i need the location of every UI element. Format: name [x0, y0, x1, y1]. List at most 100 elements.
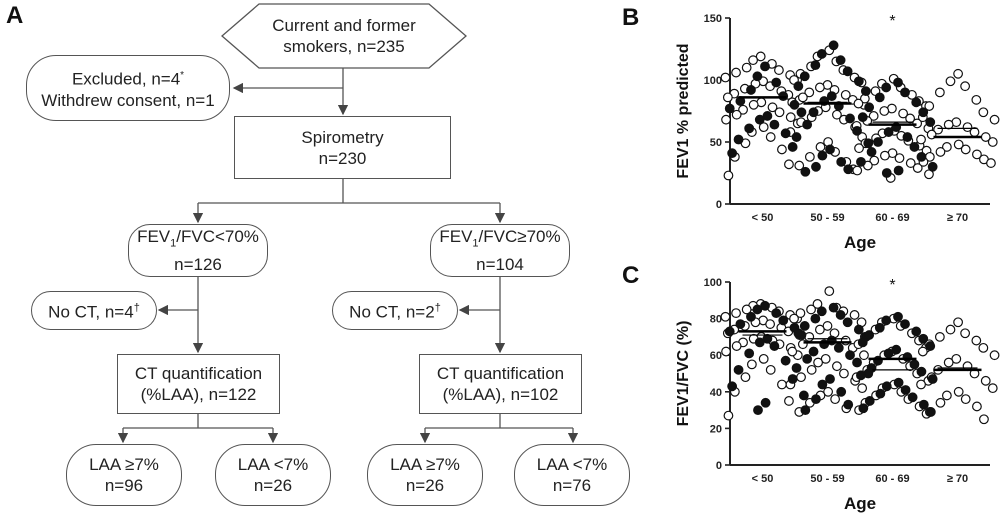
- data-point-open: [813, 357, 823, 368]
- leaf-label: LAA ≥7%: [89, 455, 159, 474]
- data-point-filled: [881, 82, 892, 93]
- data-point-open: [804, 87, 815, 98]
- data-point-filled: [811, 394, 821, 405]
- no-ct-right-node: No CT, n=2†: [332, 291, 458, 330]
- data-point-open: [989, 114, 1000, 125]
- data-point-filled: [802, 119, 813, 130]
- data-point-filled: [769, 341, 780, 351]
- non-obstructed-fev: FEV: [439, 226, 473, 246]
- data-point-open: [806, 304, 816, 315]
- data-point-open: [795, 308, 806, 319]
- data-point-filled: [800, 405, 811, 416]
- data-point-open: [755, 51, 766, 62]
- data-point-filled: [833, 342, 844, 353]
- data-point-filled: [760, 300, 770, 311]
- leaf-count: n=26: [253, 476, 293, 495]
- data-point-open: [953, 68, 964, 79]
- data-point-open: [815, 142, 826, 152]
- data-point-open: [935, 147, 946, 157]
- data-point-open: [943, 119, 954, 130]
- data-point-filled: [874, 322, 885, 333]
- data-point-filled: [816, 49, 827, 59]
- data-point-open: [934, 87, 945, 98]
- data-point-open: [960, 328, 971, 339]
- x-tick-label: 50 - 59: [810, 473, 844, 485]
- x-tick-label: 60 - 69: [875, 473, 909, 485]
- panel-label-a: A: [6, 2, 24, 29]
- data-point-open: [859, 350, 869, 361]
- obstructed-label: FEV1/FVC<70%: [137, 226, 259, 254]
- data-point-open: [894, 153, 905, 164]
- data-point-open: [960, 81, 971, 92]
- x-tick-label: 50 - 59: [810, 212, 844, 224]
- data-point-open: [806, 364, 817, 375]
- data-point-open: [741, 62, 752, 73]
- data-point-open: [731, 67, 741, 78]
- leaf-count: n=26: [405, 476, 445, 495]
- ct-quant-right-node: CT quantification (%LAA), n=102: [419, 354, 582, 414]
- data-point-open: [787, 346, 798, 357]
- data-point-open: [765, 364, 776, 375]
- data-point-open: [721, 346, 731, 357]
- data-point-open: [905, 158, 916, 168]
- data-point-filled: [817, 150, 828, 161]
- data-point-open: [916, 379, 926, 390]
- data-point-filled: [727, 148, 738, 159]
- data-point-open: [839, 368, 849, 379]
- data-point-open: [853, 98, 864, 109]
- data-point-open: [971, 94, 982, 105]
- data-point-filled: [856, 370, 866, 381]
- data-point-filled: [918, 107, 929, 118]
- non-obstructed-count: n=104: [476, 255, 524, 275]
- data-point-open: [814, 82, 825, 93]
- data-point-open: [953, 386, 964, 397]
- data-point-filled: [875, 388, 886, 399]
- leaf-count: n=96: [104, 476, 144, 495]
- data-point-filled: [752, 304, 763, 315]
- data-point-open: [987, 383, 998, 394]
- data-point-filled: [735, 319, 746, 329]
- data-point-filled: [810, 313, 821, 324]
- data-point-open: [962, 122, 973, 133]
- data-point-filled: [883, 348, 894, 359]
- data-point-open: [804, 331, 815, 342]
- data-point-open: [723, 410, 734, 421]
- leaf-label: LAA <7%: [536, 455, 608, 474]
- data-point-open: [941, 142, 952, 152]
- no-ct-left-node: No CT, n=4†: [31, 291, 157, 330]
- significance-marker: *: [889, 13, 895, 30]
- data-point-open: [820, 353, 831, 364]
- data-point-filled: [866, 147, 877, 157]
- data-point-filled: [808, 107, 819, 118]
- data-point-open: [774, 65, 784, 75]
- x-tick-label: 60 - 69: [875, 212, 909, 224]
- data-point-filled: [858, 403, 869, 414]
- panel-label-b: B: [622, 4, 640, 31]
- data-point-filled: [835, 55, 846, 66]
- data-point-open: [777, 144, 787, 155]
- data-point-filled: [900, 319, 910, 329]
- data-point-open: [804, 151, 815, 162]
- significance-marker: *: [889, 277, 895, 294]
- y-tick-label: 50: [710, 137, 722, 149]
- data-point-filled: [873, 137, 883, 147]
- data-point-filled: [911, 97, 922, 108]
- no-ct-right-text: No CT, n=2: [349, 302, 435, 322]
- data-point-open: [924, 101, 935, 111]
- y-tick-label: 0: [716, 199, 722, 211]
- data-point-open: [723, 170, 734, 181]
- data-point-filled: [746, 311, 756, 322]
- data-point-filled: [925, 117, 936, 128]
- data-point-filled: [883, 127, 894, 137]
- data-point-filled: [893, 165, 904, 176]
- data-point-filled: [754, 114, 765, 125]
- data-point-open: [823, 386, 834, 397]
- panel-label-c: C: [622, 262, 640, 289]
- data-point-filled: [800, 166, 811, 177]
- data-point-filled: [802, 353, 813, 364]
- data-point-filled: [852, 125, 862, 136]
- obstructed-node: FEV1/FVC<70% n=126: [128, 224, 268, 277]
- data-point-open: [879, 150, 890, 161]
- data-point-open: [969, 127, 980, 137]
- leaf-laa-high-left: LAA ≥7% n=96: [66, 444, 182, 506]
